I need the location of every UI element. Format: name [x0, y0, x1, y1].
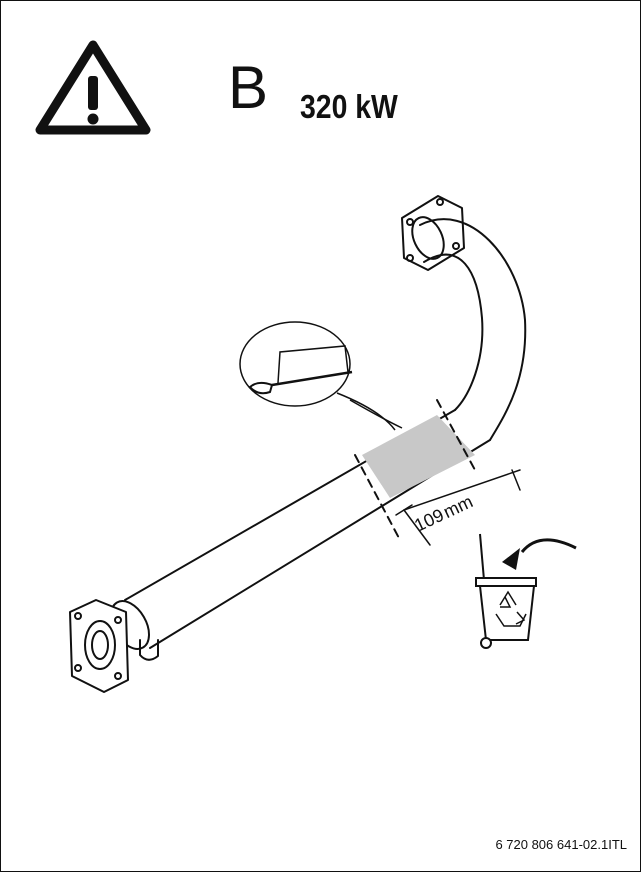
dimension-line — [403, 469, 521, 511]
document-number: 6 720 806 641-02.1ITL — [495, 837, 627, 852]
hacksaw-icon — [248, 345, 353, 395]
lower-flange — [69, 599, 129, 693]
recycle-icon — [495, 590, 527, 627]
cut-zone — [362, 415, 475, 498]
cut-length-label: 109mm — [411, 491, 476, 535]
upper-flange — [401, 195, 465, 271]
variant-letter: B — [228, 54, 269, 121]
warning-triangle-icon — [35, 40, 151, 135]
recycle-bin-icon — [475, 533, 577, 649]
tool-inset — [239, 321, 403, 431]
cut-length-value: 109 — [411, 505, 447, 536]
pipe-assembly — [69, 195, 527, 693]
power-rating: 320 kW — [300, 88, 398, 125]
